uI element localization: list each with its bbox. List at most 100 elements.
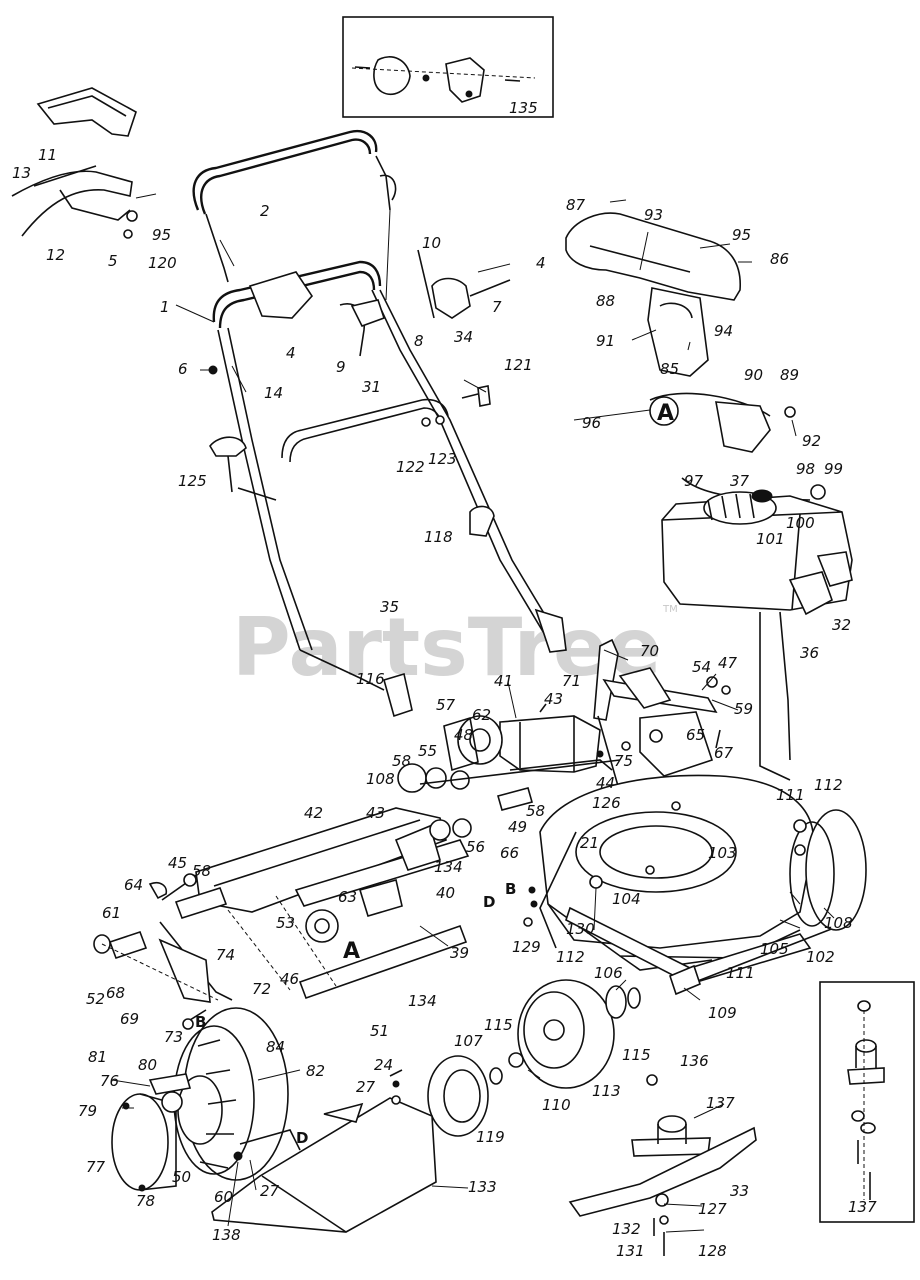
watermark: PartsTree <box>232 601 662 694</box>
callout-98: 98 <box>796 460 815 478</box>
callout-31: 31 <box>362 378 381 396</box>
callout-55: 55 <box>418 742 437 760</box>
callout-112-upper: 112 <box>814 776 843 794</box>
callout-111-lower: 111 <box>726 964 755 982</box>
callout-5: 5 <box>108 252 118 270</box>
callout-61: 61 <box>102 904 121 922</box>
handle-bracket-assembly <box>11 87 157 239</box>
callout-97: 97 <box>684 472 704 490</box>
callout-123: 123 <box>428 450 457 468</box>
callout-11: 11 <box>38 146 57 164</box>
callout-131: 131 <box>616 1242 645 1260</box>
blade-and-adapter <box>568 1115 757 1256</box>
callout-87: 87 <box>566 196 586 214</box>
callout-8: 8 <box>414 332 424 350</box>
section-mark-d-deck: D <box>483 893 495 911</box>
callout-39: 39 <box>450 944 469 962</box>
callout-74: 74 <box>216 946 235 964</box>
callout-46: 46 <box>280 970 299 988</box>
callout-69: 69 <box>120 1010 139 1028</box>
callout-12: 12 <box>46 246 65 264</box>
callout-100: 100 <box>786 514 815 532</box>
callout-88: 88 <box>596 292 615 310</box>
part-callouts: 135 11 13 12 95 5 120 2 1 6 14 4 9 31 10… <box>12 99 877 1260</box>
section-mark-b-deck: B <box>505 880 516 898</box>
callout-99: 99 <box>824 460 843 478</box>
callout-111-upper: 111 <box>776 786 805 804</box>
callout-108-left: 108 <box>366 770 395 788</box>
lower-handle-and-controls <box>208 209 567 718</box>
callout-50: 50 <box>172 1168 191 1186</box>
callout-21: 21 <box>580 834 599 852</box>
callout-113: 113 <box>592 1082 621 1100</box>
callout-122: 122 <box>396 458 425 476</box>
callout-72: 72 <box>252 980 271 998</box>
callout-44: 44 <box>596 774 615 792</box>
rear-deflector <box>211 1069 437 1233</box>
callout-41: 41 <box>494 672 513 690</box>
callout-68: 68 <box>106 984 125 1002</box>
callout-6: 6 <box>178 360 188 378</box>
callout-132: 132 <box>612 1220 641 1238</box>
callout-128: 128 <box>698 1242 727 1260</box>
inset-137-blade-adapter <box>819 981 915 1223</box>
callout-53: 53 <box>276 914 295 932</box>
mower-deck <box>523 774 835 985</box>
callout-59: 59 <box>734 700 753 718</box>
callout-54: 54 <box>692 658 711 676</box>
callout-103: 103 <box>708 844 737 862</box>
callout-45: 45 <box>168 854 187 872</box>
callout-137-inset: 137 <box>848 1198 877 1216</box>
hubcap <box>111 1091 183 1192</box>
section-mark-a-upper: A <box>657 401 674 426</box>
callout-78: 78 <box>136 1192 155 1210</box>
callout-95-right: 95 <box>732 226 751 244</box>
callout-92: 92 <box>802 432 821 450</box>
callout-4-left: 4 <box>286 344 296 362</box>
callout-73: 73 <box>164 1028 183 1046</box>
callout-36: 36 <box>800 644 819 662</box>
callout-37: 37 <box>730 472 750 490</box>
callout-70: 70 <box>640 642 659 660</box>
upper-handle <box>192 129 397 283</box>
callout-120: 120 <box>148 254 177 272</box>
callout-126: 126 <box>592 794 621 812</box>
callout-76: 76 <box>100 1072 119 1090</box>
section-mark-d-deflector: D <box>296 1129 308 1147</box>
callout-110: 110 <box>542 1096 571 1114</box>
callout-75: 75 <box>614 752 633 770</box>
callout-43-lower: 43 <box>366 804 385 822</box>
callout-109: 109 <box>708 1004 737 1022</box>
callout-108-right: 108 <box>824 914 853 932</box>
callout-13: 13 <box>12 164 31 182</box>
callout-93: 93 <box>644 206 663 224</box>
engine <box>661 484 853 781</box>
callout-32: 32 <box>832 616 851 634</box>
callout-66: 66 <box>500 844 519 862</box>
watermark-trademark: TM <box>662 604 678 615</box>
callout-34: 34 <box>454 328 473 346</box>
callout-94: 94 <box>714 322 733 340</box>
inset-135-hardware <box>342 16 554 118</box>
callout-101: 101 <box>756 530 785 548</box>
callout-71: 71 <box>562 672 581 690</box>
callout-89: 89 <box>780 366 799 384</box>
callout-40: 40 <box>436 884 455 902</box>
callout-85: 85 <box>660 360 679 378</box>
callout-138: 138 <box>212 1226 241 1244</box>
callout-133: 133 <box>468 1178 497 1196</box>
callout-62: 62 <box>472 706 491 724</box>
callout-107: 107 <box>454 1032 483 1050</box>
callout-2: 2 <box>260 202 270 220</box>
callout-130: 130 <box>566 920 595 938</box>
callout-127: 127 <box>698 1200 727 1218</box>
callout-116: 116 <box>356 670 385 688</box>
callout-95-upper-left: 95 <box>152 226 171 244</box>
section-mark-a-lower: A <box>343 939 360 964</box>
callout-63: 63 <box>338 888 357 906</box>
callout-58-top: 58 <box>392 752 411 770</box>
callout-106: 106 <box>594 964 623 982</box>
callout-67: 67 <box>714 744 734 762</box>
callout-84: 84 <box>266 1038 285 1056</box>
